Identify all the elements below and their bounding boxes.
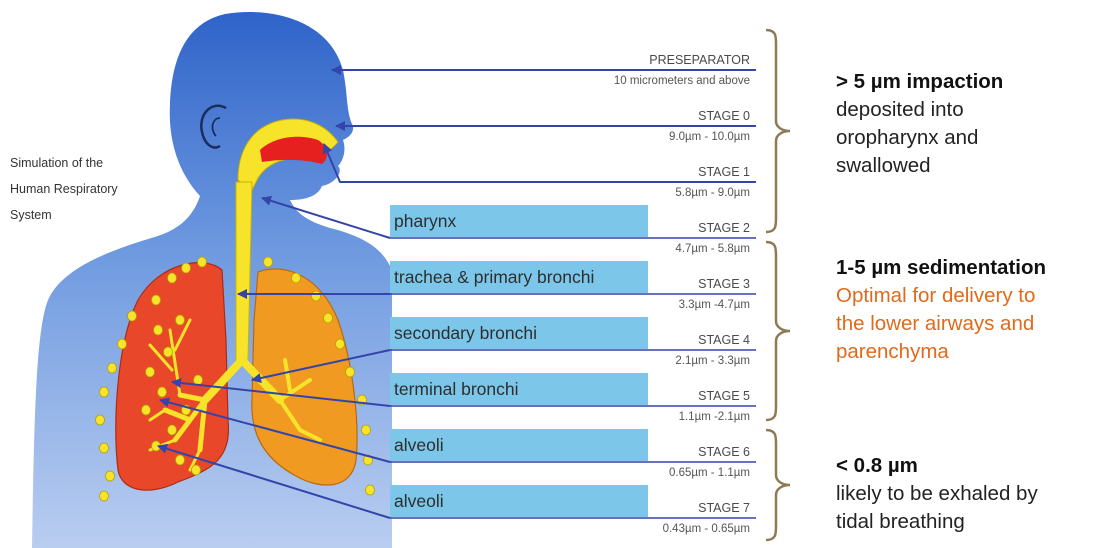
alveolus-dot <box>312 291 321 301</box>
group-title: < 0.8 µm <box>836 452 1038 480</box>
region-label: alveoli <box>394 491 444 511</box>
stage-range: 2.1µm - 3.3µm <box>675 355 750 367</box>
alveolus-dot <box>168 273 177 283</box>
stage-range: 10 micrometers and above <box>614 75 750 87</box>
group-brace <box>766 242 790 420</box>
alveolus-dot <box>96 415 105 425</box>
region-label: alveoli <box>394 435 444 455</box>
group-line: deposited into <box>836 96 1003 124</box>
group-exhaled: < 0.8 µm likely to be exhaled by tidal b… <box>836 452 1038 536</box>
group-line: parenchyma <box>836 338 1046 366</box>
group-impaction: > 5 µm impaction deposited into orophary… <box>836 68 1003 180</box>
alveolus-dot <box>168 425 177 435</box>
alveolus-dot <box>100 491 109 501</box>
stage-label: STAGE 2 <box>698 221 750 235</box>
alveolus-dot <box>324 313 333 323</box>
alveolus-dot <box>154 325 163 335</box>
alveolus-dot <box>362 425 371 435</box>
alveolus-dot <box>100 387 109 397</box>
alveolus-dot <box>128 311 137 321</box>
alveolus-dot <box>146 367 155 377</box>
stage-label: STAGE 1 <box>698 165 750 179</box>
alveolus-dot <box>176 455 185 465</box>
alveolus-dot <box>106 471 115 481</box>
stage-label: STAGE 5 <box>698 389 750 403</box>
stage-label: STAGE 6 <box>698 445 750 459</box>
stage-label: STAGE 4 <box>698 333 750 347</box>
stage-range: 0.43µm - 0.65µm <box>663 523 750 535</box>
group-brace <box>766 30 790 232</box>
alveolus-dot <box>192 465 201 475</box>
alveolus-dot <box>152 295 161 305</box>
caption-line: Human Respiratory <box>10 176 190 202</box>
group-title: > 5 µm impaction <box>836 68 1003 96</box>
stage-range: 9.0µm - 10.0µm <box>669 131 750 143</box>
alveolus-dot <box>118 339 127 349</box>
alveolus-dot <box>346 367 355 377</box>
alveolus-dot <box>158 387 167 397</box>
region-label: terminal bronchi <box>394 379 519 399</box>
alveolus-dot <box>366 485 375 495</box>
alveolus-dot <box>264 257 273 267</box>
alveolus-dot <box>108 363 117 373</box>
group-line: tidal breathing <box>836 508 1038 536</box>
group-title: 1-5 µm sedimentation <box>836 254 1046 282</box>
region-label: trachea & primary bronchi <box>394 267 594 287</box>
caption-line: System <box>10 202 190 228</box>
alveolus-dot <box>164 347 173 357</box>
stage-range: 3.3µm -4.7µm <box>679 299 750 311</box>
group-sedimentation: 1-5 µm sedimentation Optimal for deliver… <box>836 254 1046 366</box>
alveolus-dot <box>100 443 109 453</box>
alveolus-dot <box>142 405 151 415</box>
alveolus-dot <box>336 339 345 349</box>
stage-range: 1.1µm -2.1µm <box>679 411 750 423</box>
alveolus-dot <box>182 263 191 273</box>
stage-label: PRESEPARATOR <box>649 53 750 67</box>
region-label: pharynx <box>394 211 457 231</box>
stage-label: STAGE 7 <box>698 501 750 515</box>
group-line: the lower airways and <box>836 310 1046 338</box>
group-line: oropharynx and <box>836 124 1003 152</box>
region-label: secondary bronchi <box>394 323 537 343</box>
stage-range: 0.65µm - 1.1µm <box>669 467 750 479</box>
stage-label: STAGE 3 <box>698 277 750 291</box>
caption-line: Simulation of the <box>10 150 190 176</box>
alveolus-dot <box>198 257 207 267</box>
stage-label: STAGE 0 <box>698 109 750 123</box>
alveolus-dot <box>194 375 203 385</box>
group-line: swallowed <box>836 152 1003 180</box>
pointer-arrow <box>324 144 756 182</box>
group-brace <box>766 430 790 540</box>
group-line: Optimal for delivery to <box>836 282 1046 310</box>
group-line: likely to be exhaled by <box>836 480 1038 508</box>
diagram-caption: Simulation of the Human Respiratory Syst… <box>10 150 190 228</box>
alveolus-dot <box>292 273 301 283</box>
stage-range: 4.7µm - 5.8µm <box>675 243 750 255</box>
alveolus-dot <box>176 315 185 325</box>
stage-range: 5.8µm - 9.0µm <box>675 187 750 199</box>
